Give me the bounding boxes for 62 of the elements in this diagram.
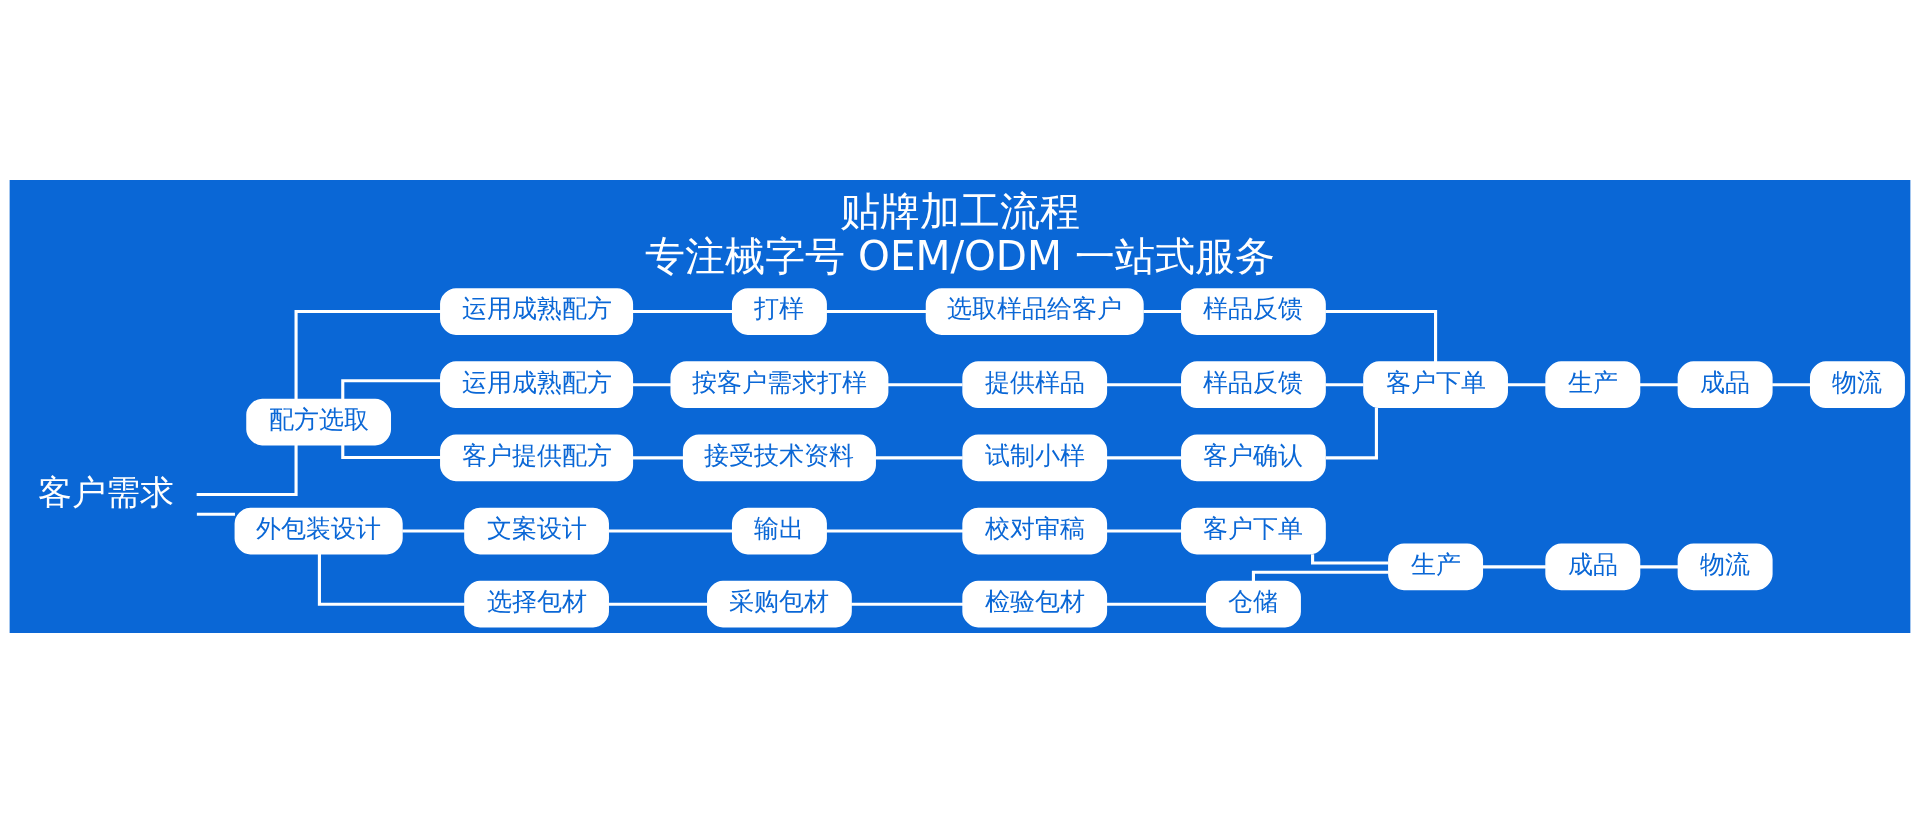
connector (1772, 383, 1811, 387)
connector (826, 310, 927, 314)
node-box: 按客户需求打样 (670, 361, 889, 409)
node-box: 选择包材 (464, 580, 609, 628)
node-box: 生产 (1545, 361, 1641, 409)
node-box: 客户确认 (1181, 434, 1326, 482)
connector (1106, 383, 1182, 387)
node-box: 选取样品给客户 (925, 288, 1144, 335)
node-text: 客户需求 (38, 471, 175, 512)
node-box: 运用成熟配方 (440, 288, 634, 335)
node-box: 成品 (1677, 361, 1773, 409)
node-box: 文案设计 (464, 507, 609, 555)
node-box: 运用成熟配方 (440, 361, 634, 409)
connector (1106, 456, 1182, 460)
node-box: 生产 (1388, 543, 1484, 591)
node-box: 客户下单 (1181, 507, 1326, 555)
connector (341, 444, 441, 460)
connector (402, 529, 465, 533)
connector (341, 379, 441, 400)
connector (1106, 602, 1207, 606)
connector (196, 444, 298, 496)
node-box: 样品反馈 (1181, 288, 1326, 335)
connector (632, 310, 733, 314)
connector (1325, 383, 1364, 387)
connector (1507, 383, 1546, 387)
node-box: 采购包材 (707, 580, 852, 628)
connector (851, 602, 963, 606)
connector (1325, 310, 1438, 362)
node-box: 样品反馈 (1181, 361, 1326, 409)
connector (294, 310, 441, 400)
node-box: 检验包材 (962, 580, 1108, 628)
node-box: 提供样品 (962, 361, 1108, 409)
node-box: 客户下单 (1363, 361, 1508, 409)
node-box: 校对审稿 (962, 507, 1108, 555)
connector (1106, 529, 1182, 533)
connector (608, 529, 733, 533)
connector (1143, 310, 1182, 314)
node-box: 物流 (1809, 361, 1905, 409)
connector (632, 383, 671, 387)
node-box: 接受技术资料 (682, 434, 876, 482)
connector (1311, 554, 1389, 565)
connector (1482, 565, 1546, 569)
connector (1325, 407, 1378, 460)
connector (887, 383, 963, 387)
connector (875, 456, 963, 460)
node-box: 客户提供配方 (440, 434, 634, 482)
node-box: 试制小样 (962, 434, 1108, 482)
node-box: 仓储 (1205, 580, 1301, 628)
connector (317, 553, 465, 606)
node-box: 成品 (1545, 543, 1641, 591)
connector (632, 456, 684, 460)
node-box: 输出 (731, 507, 827, 555)
connector (608, 602, 708, 606)
connector (196, 512, 235, 516)
connector (1639, 383, 1679, 387)
node-box: 打样 (731, 288, 827, 335)
node-box: 配方选取 (246, 398, 392, 446)
node-box: 外包装设计 (234, 507, 403, 555)
connector (1639, 565, 1679, 569)
connector (1251, 570, 1389, 581)
node-box: 物流 (1677, 543, 1773, 591)
connector (826, 529, 964, 533)
